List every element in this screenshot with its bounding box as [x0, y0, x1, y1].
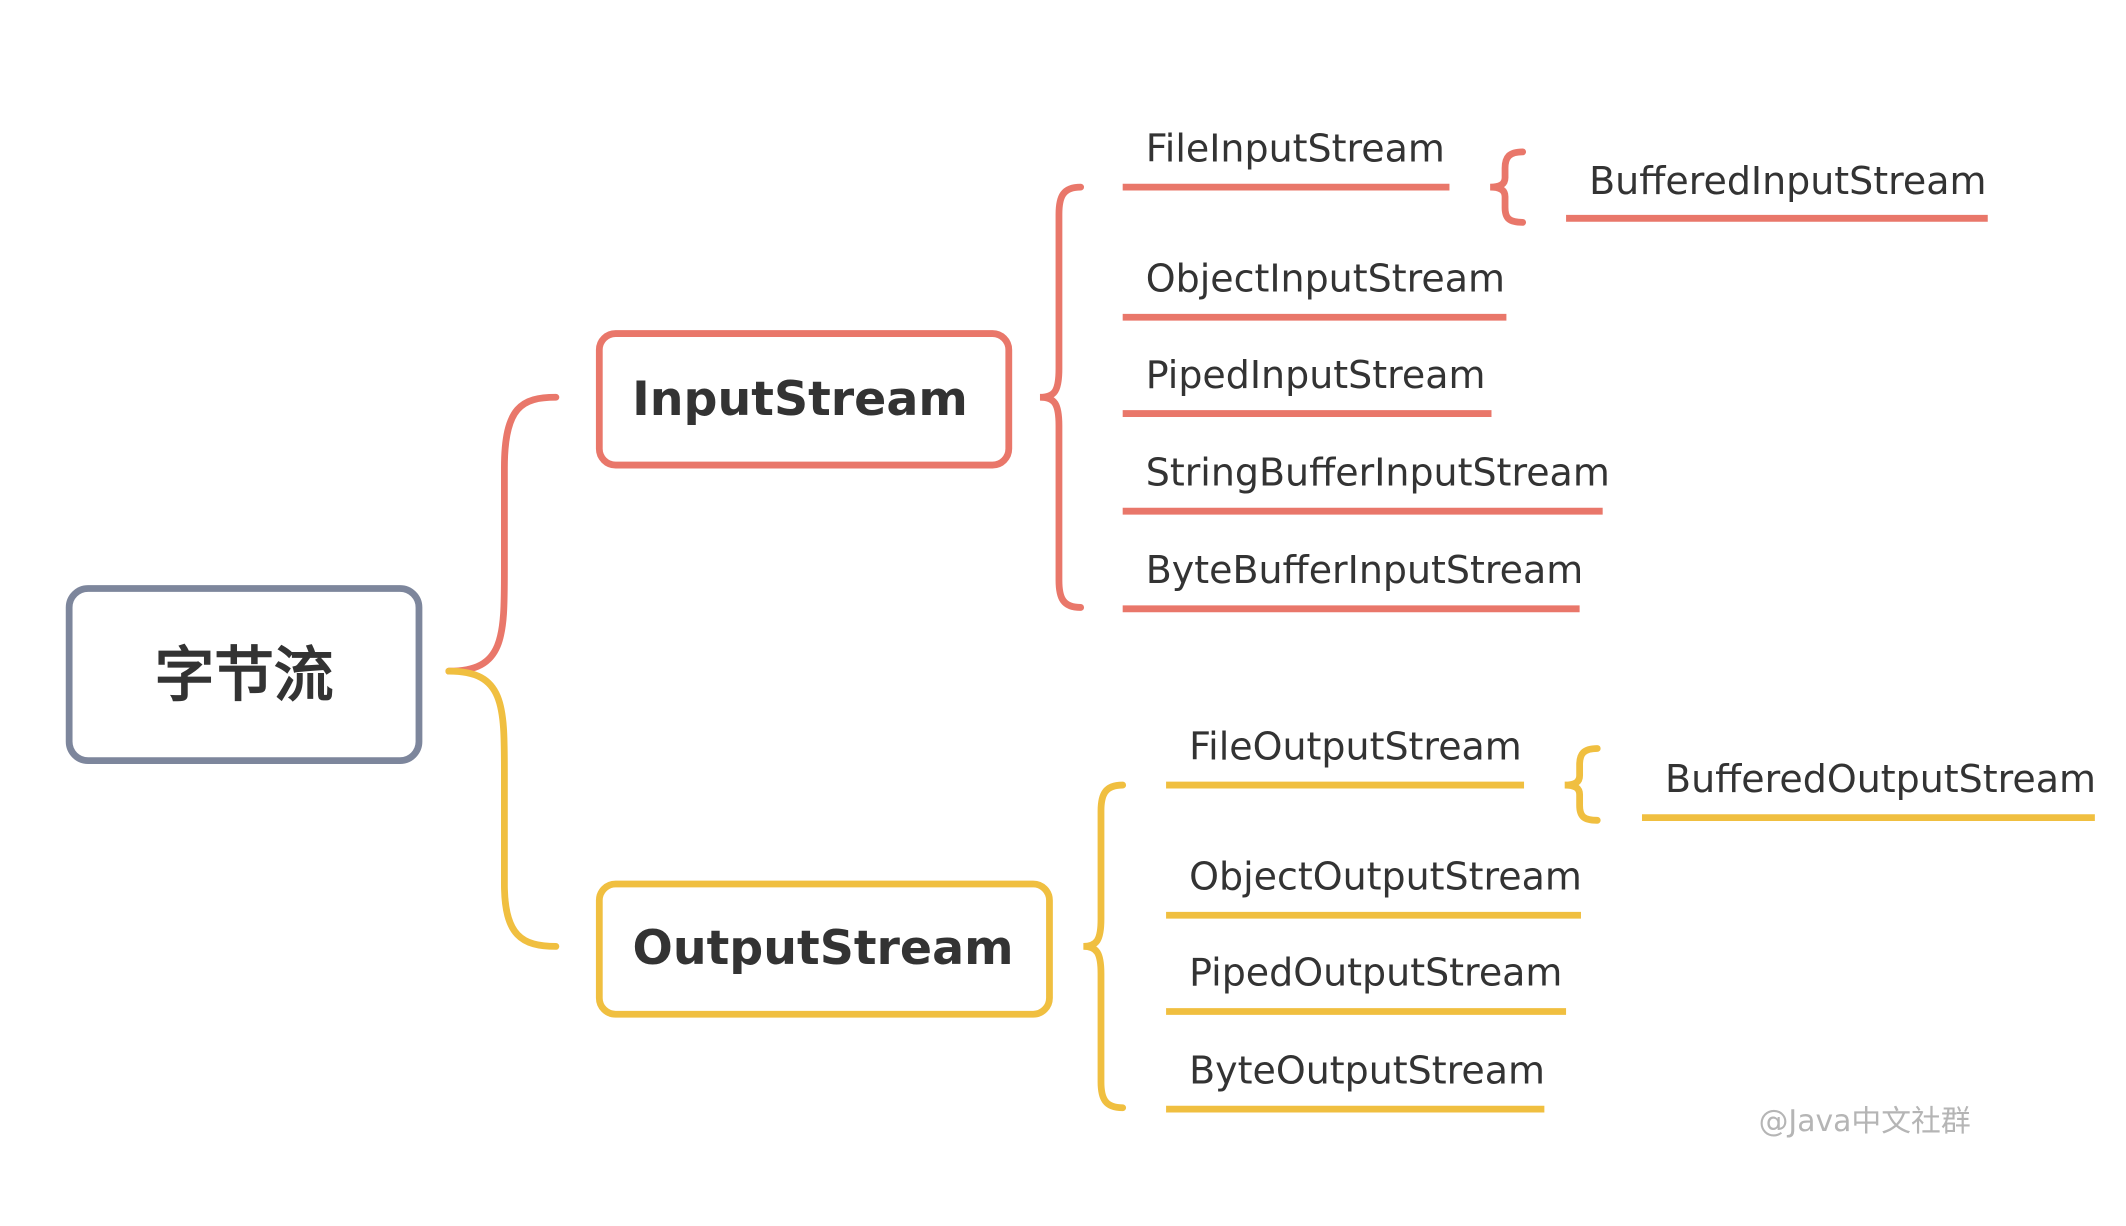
output-sub-brace: [1564, 745, 1601, 824]
output-leaf-label: ObjectOutputStream: [1189, 854, 1582, 898]
output-leaf-label: FileOutputStream: [1189, 724, 1522, 768]
watermark: @Java中文社群: [1759, 1104, 1971, 1139]
input-children-brace: [1039, 183, 1085, 611]
input-stream-node-label: InputStream: [632, 372, 968, 427]
input-stream-node-box[interactable]: [595, 330, 1013, 469]
root-brace-output: [445, 667, 560, 950]
output-children-brace: [1083, 781, 1127, 1112]
output-leaf-2[interactable]: ObjectOutputStream: [1166, 854, 1582, 919]
input-leaf-label: FileInputStream: [1146, 126, 1445, 170]
root-node-box[interactable]: [65, 585, 423, 765]
input-leaf-label: StringBufferInputStream: [1146, 450, 1610, 494]
input-leaf-label: ObjectInputStream: [1146, 257, 1505, 301]
output-leaf-label: ByteOutputStream: [1189, 1048, 1545, 1092]
input-sub-brace: [1490, 148, 1527, 226]
output-stream-node-label: OutputStream: [633, 921, 1014, 976]
output-leaf-4[interactable]: ByteOutputStream: [1166, 1048, 1545, 1113]
output-leaf-1[interactable]: FileOutputStream: [1166, 724, 1525, 789]
root-node-label: 字节流: [155, 642, 334, 711]
output-sub-leaf-label: BufferedOutputStream: [1665, 757, 2096, 801]
output-sub-leaf[interactable]: BufferedOutputStream: [1641, 757, 2096, 821]
input-sub-leaf[interactable]: BufferedInputStream: [1566, 159, 1988, 222]
input-sub-leaf-label: BufferedInputStream: [1589, 159, 1986, 203]
input-leaf-5[interactable]: ByteBufferInputStream: [1122, 548, 1584, 613]
input-leaf-label: ByteBufferInputStream: [1146, 548, 1584, 592]
output-stream-node-box[interactable]: [595, 880, 1053, 1018]
root-brace-input: [445, 393, 560, 675]
input-leaf-2[interactable]: ObjectInputStream: [1122, 257, 1507, 321]
output-leaf-3[interactable]: PipedOutputStream: [1166, 951, 1567, 1015]
input-branch: InputStream FileInputStream BufferedInpu…: [595, 126, 1988, 613]
output-leaf-label: PipedOutputStream: [1189, 951, 1562, 995]
input-leaf-1[interactable]: FileInputStream: [1122, 126, 1450, 191]
input-leaf-4[interactable]: StringBufferInputStream: [1122, 450, 1610, 515]
input-leaf-3[interactable]: PipedInputStream: [1122, 353, 1492, 417]
output-branch: OutputStream FileOutputStream BufferedOu…: [595, 724, 2096, 1113]
input-leaf-label: PipedInputStream: [1146, 353, 1486, 397]
